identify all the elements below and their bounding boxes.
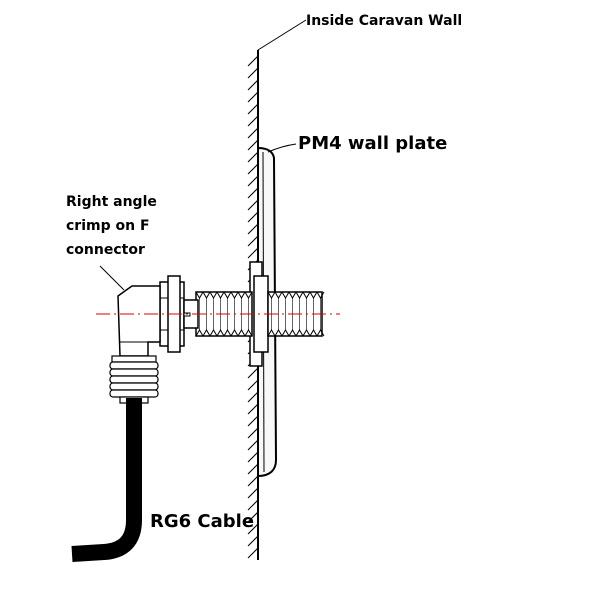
ferrule-rib: [109, 368, 159, 377]
hatch-line: [247, 199, 259, 211]
hatch-line: [247, 367, 259, 379]
hatch-line: [247, 67, 259, 79]
ferrule-rib: [109, 389, 159, 398]
hatch-line: [247, 115, 259, 127]
connector-leader-line: [99, 265, 125, 291]
connector-label-line3: connector: [66, 242, 145, 258]
hatch-line: [247, 163, 259, 175]
ferrule-rib: [109, 361, 159, 370]
wall-label: Inside Caravan Wall: [306, 13, 462, 29]
rg6-cable: [71, 398, 142, 562]
hatch-line: [247, 103, 259, 115]
hatch-line: [247, 499, 259, 511]
cable-label: RG6 Cable: [150, 511, 254, 532]
hatch-line: [247, 463, 259, 475]
hatch-line: [247, 223, 259, 235]
hatch-line: [247, 379, 259, 391]
hatch-line: [247, 439, 259, 451]
ferrule-rib: [109, 382, 159, 391]
hatch-line: [247, 487, 259, 499]
hatch-line: [247, 79, 259, 91]
plate-label: PM4 wall plate: [298, 133, 447, 154]
hatch-line: [247, 415, 259, 427]
wall-leader-line: [257, 19, 307, 51]
hatch-line: [247, 535, 259, 547]
hatch-line: [247, 139, 259, 151]
hatch-line: [247, 475, 259, 487]
right-angle-connector-body: [117, 285, 161, 357]
hatch-line: [247, 175, 259, 187]
hatch-line: [247, 55, 259, 67]
crimp-ferrule: [109, 355, 159, 404]
hatch-line: [247, 451, 259, 463]
hatch-line: [247, 523, 259, 535]
hatch-line: [247, 91, 259, 103]
hatch-line: [247, 127, 259, 139]
hatch-line: [247, 511, 259, 523]
hatch-line: [247, 187, 259, 199]
hatch-line: [247, 403, 259, 415]
hatch-line: [247, 391, 259, 403]
hatch-line: [247, 151, 259, 163]
connector-label-line2: crimp on F: [66, 218, 150, 234]
ferrule-rib: [109, 375, 159, 384]
hatch-line: [247, 235, 259, 247]
hatch-line: [247, 427, 259, 439]
hatch-line: [247, 211, 259, 223]
hatch-line: [247, 547, 259, 559]
connector-label-line1: Right angle: [66, 194, 157, 210]
hatch-line: [247, 247, 259, 259]
plate-leader-line: [267, 143, 297, 153]
